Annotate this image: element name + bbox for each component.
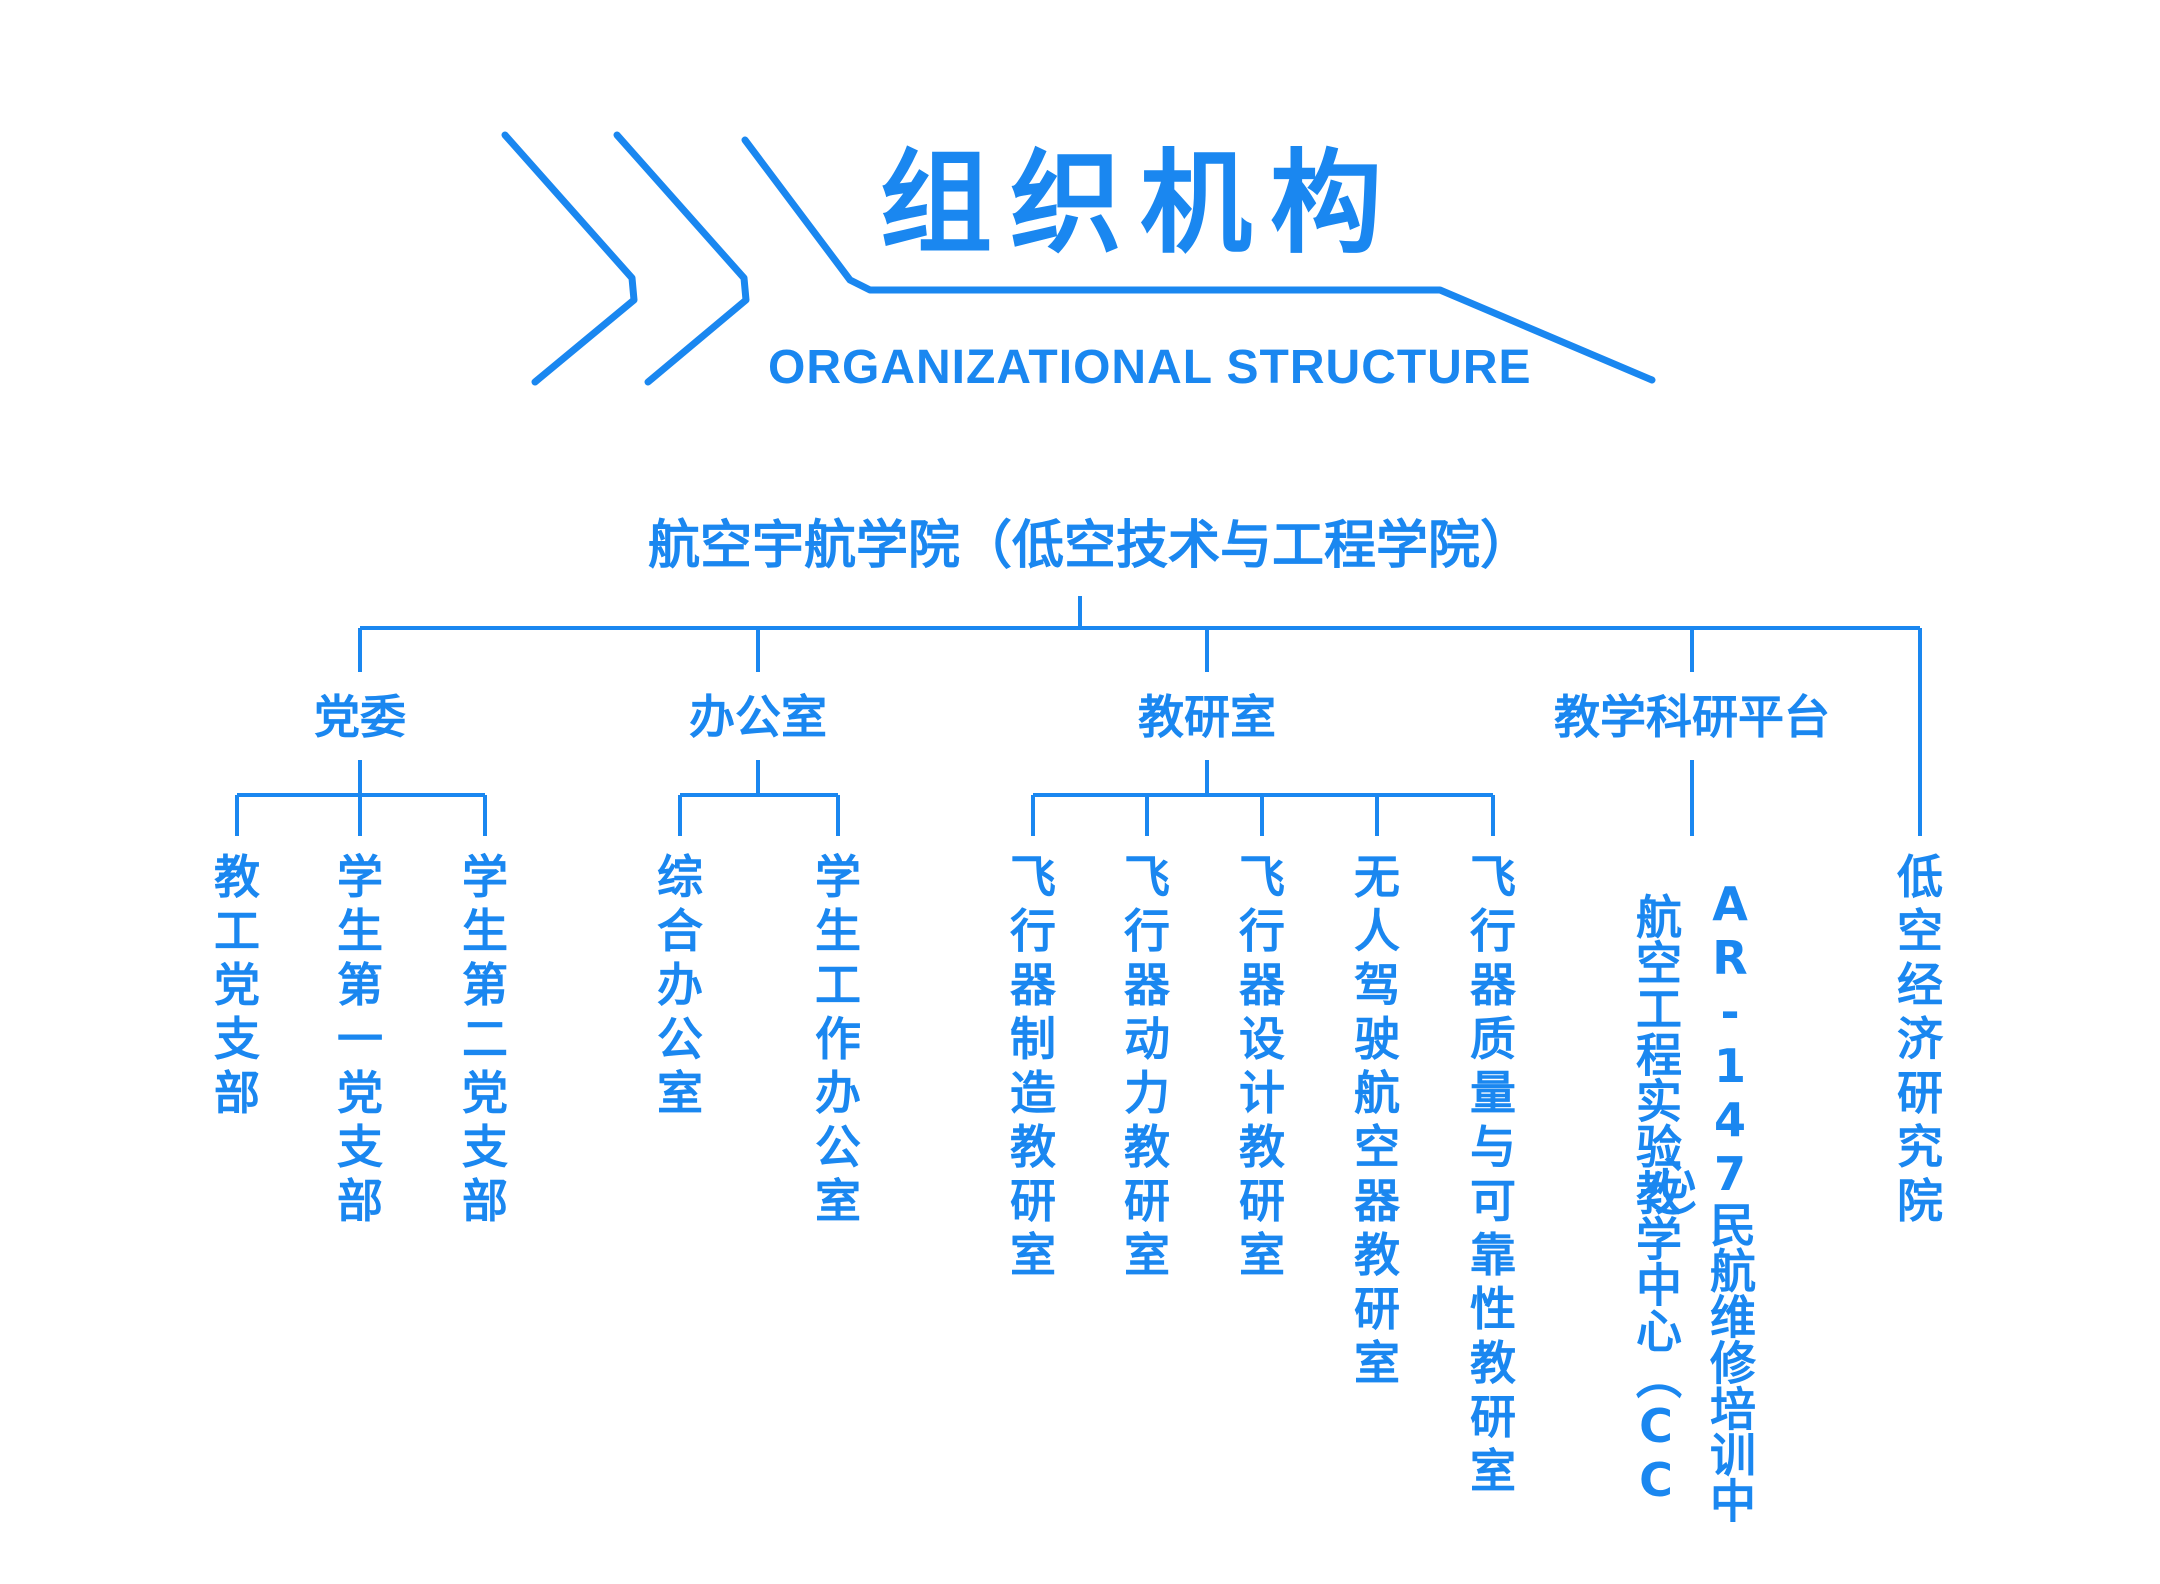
unit-ar147-weixiu-peixun-zhongxin: AR-147民航维修培训中心）	[1643, 877, 1757, 1523]
unit-xuesheng-diyi-dangzhibu: 学生第一党支部	[337, 850, 383, 1228]
dept-dangwei: 党委	[314, 690, 406, 744]
dept-jiaoyanshi: 教研室	[1138, 690, 1276, 744]
unit-xuesheng-dier-dangzhibu: 学生第二党支部	[462, 850, 508, 1228]
unit-dongli-jiaoyanshi: 飞行器动力教研室	[1124, 850, 1170, 1282]
chevron-decoration-2	[613, 131, 750, 386]
unit-xuesheng-gongzuo-bangongshi: 学生工作办公室	[815, 850, 861, 1228]
dept-pingtai: 教学科研平台	[1554, 690, 1830, 744]
page-title: 组织机构	[880, 139, 1400, 269]
chevron-decoration-1	[501, 131, 638, 386]
root-node: 航空宇航学院（低空技术与工程学院）	[647, 516, 1532, 576]
page-subtitle: ORGANIZATIONAL STRUCTURE	[768, 341, 1532, 394]
unit-sheji-jiaoyanshi: 飞行器设计教研室	[1239, 850, 1285, 1282]
unit-zonghe-bangongshi: 综合办公室	[657, 850, 703, 1120]
unit-dikong-jingji-yanjiuyuan: 低空经济研究院	[1897, 850, 1943, 1228]
unit-zhiliang-kekaoxing-jiaoyanshi: 飞行器质量与可靠性教研室	[1470, 850, 1516, 1498]
unit-hangkong-gongcheng-shiyan-zhongxin: 航空工程实验教学中心（CC	[1629, 893, 1683, 1507]
dept-bangongshi: 办公室	[689, 690, 827, 744]
unit-wurenjiashi-jiaoyanshi: 无人驾驶航空器教研室	[1354, 850, 1400, 1390]
unit-jiaogong-dangzhibu: 教工党支部	[214, 850, 260, 1120]
unit-zhizao-jiaoyanshi: 飞行器制造教研室	[1010, 850, 1056, 1282]
banner-decoration-line	[741, 136, 1656, 384]
